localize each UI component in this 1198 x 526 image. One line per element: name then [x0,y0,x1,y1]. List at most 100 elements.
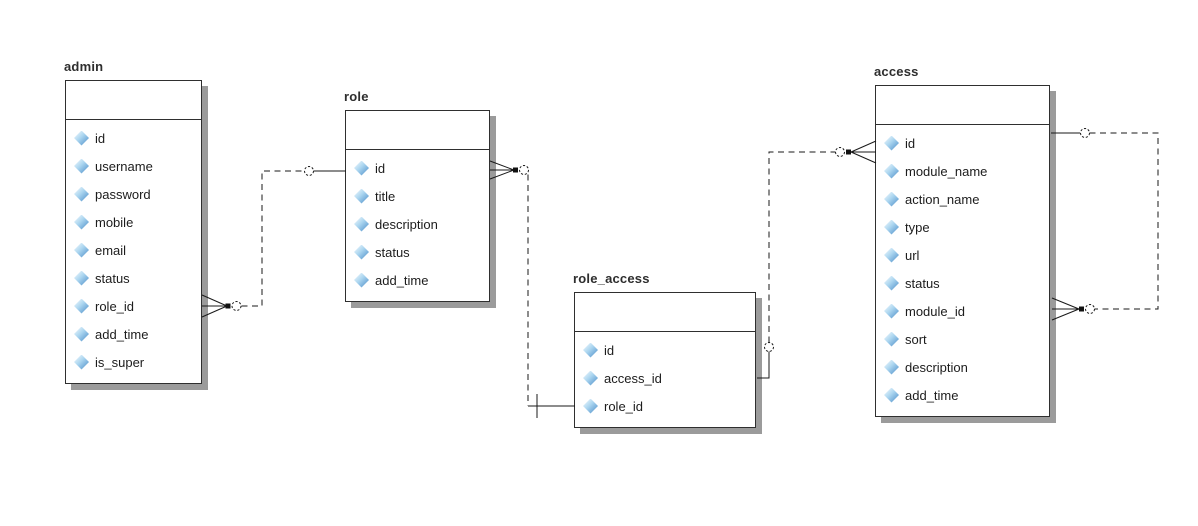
field-label: module_name [905,163,988,179]
column-icon [884,331,899,347]
field-row-url[interactable]: url [876,241,1049,269]
cardinality-square [846,149,851,155]
field-label: access_id [604,370,662,386]
entity-header [66,81,201,120]
column-icon [884,163,899,179]
field-label: role_id [95,298,135,314]
field-row-status[interactable]: status [346,238,489,266]
entity-header [575,293,755,332]
column-icon [583,370,598,386]
column-icon [74,158,89,174]
field-row-mobile[interactable]: mobile [66,208,201,236]
relationship-access-self[interactable] [1051,128,1159,321]
field-row-module_id[interactable]: module_id [876,297,1049,325]
field-row-module_name[interactable]: module_name [876,157,1049,185]
field-row-role_id[interactable]: role_id [66,292,201,320]
column-icon [354,188,369,204]
field-label: description [375,216,438,232]
field-row-id[interactable]: id [876,129,1049,157]
column-icon [884,275,899,291]
column-icon [583,398,598,414]
crowsfoot-access-id [850,140,877,164]
field-label: mobile [95,214,134,230]
field-row-add_time[interactable]: add_time [876,381,1049,409]
field-label: status [95,270,130,286]
field-label: id [604,342,615,358]
field-label: add_time [95,326,149,342]
field-label: add_time [375,272,429,288]
column-icon [74,214,89,230]
cardinality-circle [1085,304,1095,314]
field-label: module_id [905,303,965,319]
dashed-connector [241,170,304,307]
relationship-role-role_access[interactable] [489,160,575,418]
cardinality-circle [764,342,774,352]
column-icon [74,326,89,342]
field-row-id[interactable]: id [346,154,489,182]
column-icon [884,219,899,235]
relationship-access-role_access[interactable] [757,140,877,379]
entity-title-admin: admin [64,59,104,74]
entity-admin[interactable]: admin id username password mobile email statu… [64,59,202,384]
field-row-username[interactable]: username [66,152,201,180]
field-row-email[interactable]: email [66,236,201,264]
cardinality-circle [835,147,845,157]
field-row-add_time[interactable]: add_time [346,266,489,294]
entity-role[interactable]: role id title description status add_time [344,89,490,302]
field-row-password[interactable]: password [66,180,201,208]
column-icon [354,272,369,288]
cardinality-circle [519,165,529,175]
cardinality-circle [304,166,314,176]
field-label: type [905,219,930,235]
entity-field-list: id access_id role_id [575,332,755,427]
entity-box: id title description status add_time [345,110,490,302]
entity-title-access: access [874,64,919,79]
column-icon [884,135,899,151]
field-label: status [375,244,410,260]
field-label: action_name [905,191,980,207]
field-label: email [95,242,127,258]
field-label: username [95,158,153,174]
field-row-role_id[interactable]: role_id [575,392,755,420]
entity-title-role-access: role_access [573,271,650,286]
entity-header [346,111,489,150]
crowsfoot-access-module_id [1051,297,1080,321]
field-row-description[interactable]: description [346,210,489,238]
column-icon [74,130,89,146]
entity-box: id username password mobile email status role_… [65,80,202,384]
field-row-access_id[interactable]: access_id [575,364,755,392]
cardinality-circle [231,301,242,311]
field-row-id[interactable]: id [575,336,755,364]
field-row-add_time[interactable]: add_time [66,320,201,348]
field-row-id[interactable]: id [66,124,201,152]
field-label: id [375,160,386,176]
entity-title-role: role [344,89,369,104]
relationship-admin-role[interactable] [201,166,346,318]
field-label: description [905,359,968,375]
field-label: password [95,186,151,202]
field-row-sort[interactable]: sort [876,325,1049,353]
field-label: status [905,275,940,291]
field-row-type[interactable]: type [876,213,1049,241]
column-icon [354,160,369,176]
column-icon [583,342,598,358]
dashed-connector [768,151,836,343]
column-icon [884,387,899,403]
entity-field-list: id title description status add_time [346,150,489,301]
column-icon [74,186,89,202]
field-row-title[interactable]: title [346,182,489,210]
column-icon [354,216,369,232]
column-icon [884,303,899,319]
field-row-is_super[interactable]: is_super [66,348,201,376]
field-row-status[interactable]: status [876,269,1049,297]
column-icon [74,298,89,314]
entity-box: id access_id role_id [574,292,756,428]
field-row-description[interactable]: description [876,353,1049,381]
cardinality-circle [1080,128,1090,138]
entity-field-list: id username password mobile email status role_… [66,120,201,383]
field-row-action_name[interactable]: action_name [876,185,1049,213]
entity-role-access[interactable]: role_access id access_id role_id [573,271,756,428]
field-row-status[interactable]: status [66,264,201,292]
